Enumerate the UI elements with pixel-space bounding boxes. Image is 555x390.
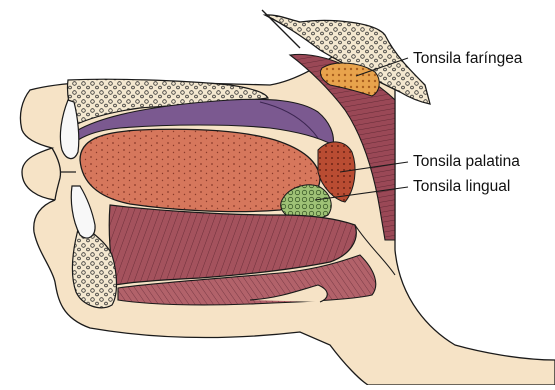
- label-pharyngeal-tonsil: Tonsila faríngea: [413, 51, 522, 67]
- label-lingual-tonsil: Tonsila lingual: [413, 179, 510, 195]
- label-palatine-tonsil: Tonsila palatina: [413, 154, 520, 170]
